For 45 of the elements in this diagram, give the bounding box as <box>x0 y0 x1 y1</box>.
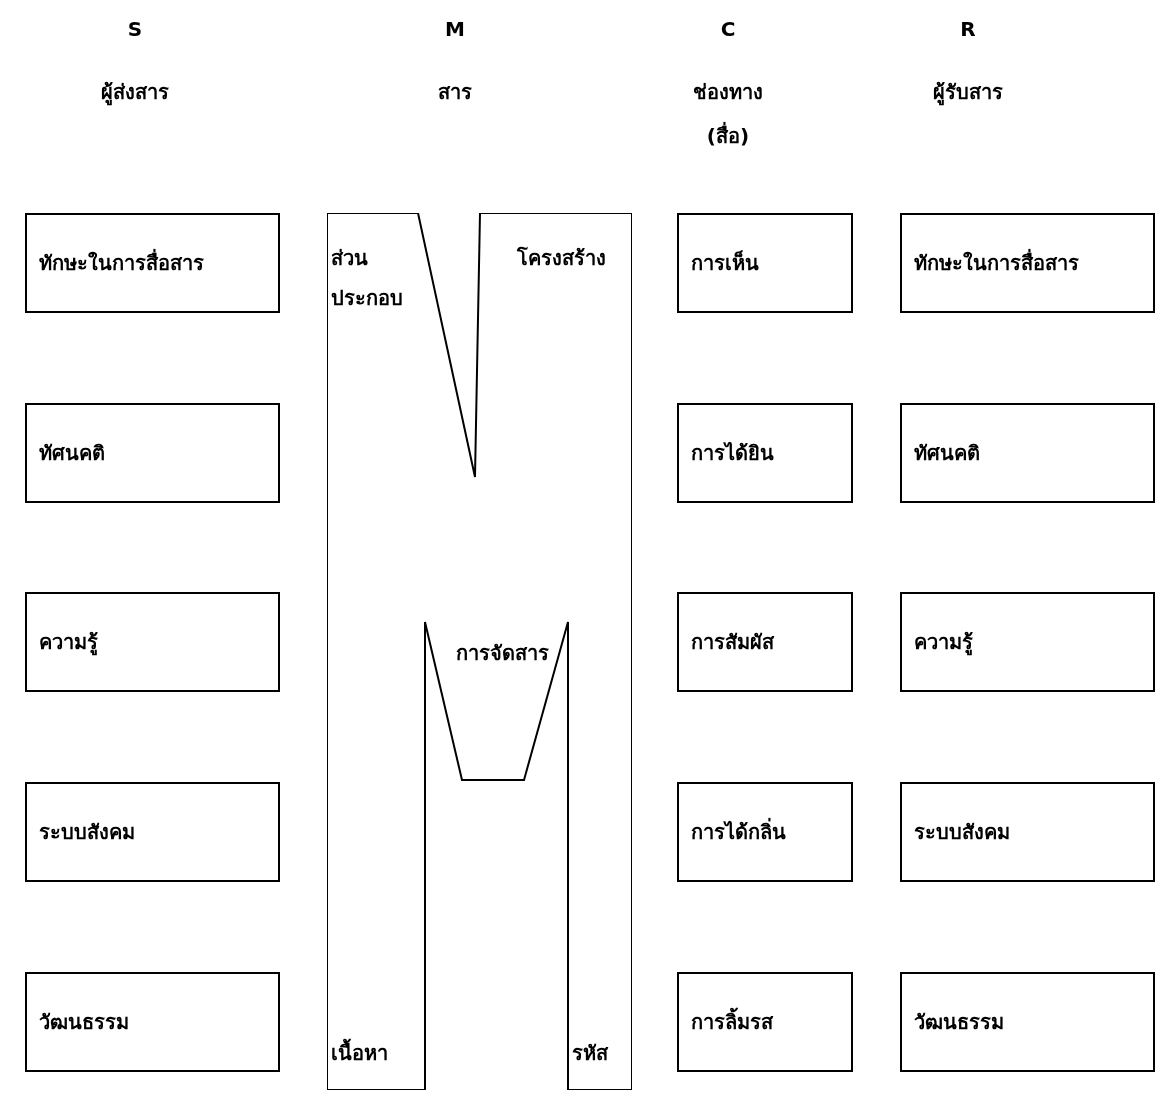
element-box <box>25 782 280 882</box>
component-label: การจัดสาร <box>454 640 550 667</box>
element-box <box>900 213 1155 313</box>
column-heading: ช่องทาง <box>692 79 764 106</box>
component-label: ส่วนประกอบ <box>331 245 404 312</box>
column-heading: S <box>126 16 144 43</box>
element-box <box>900 592 1155 692</box>
element-label: การลิ้มรส <box>691 1007 773 1037</box>
element-box <box>25 592 280 692</box>
column-heading: M <box>444 16 466 43</box>
message-component-panel <box>327 213 632 1090</box>
element-box <box>25 213 280 313</box>
element-box <box>677 972 853 1072</box>
element-label: การได้กลิ่น <box>691 817 786 846</box>
component-label: โครงสร้าง <box>515 245 607 272</box>
element-label: ทักษะในการสื่อสาร <box>914 248 1079 277</box>
column-heading: ผู้ส่งสาร <box>100 79 170 106</box>
element-box <box>677 782 853 882</box>
element-label: ความรู้ <box>39 629 98 657</box>
element-label: ความรู้ <box>914 629 973 657</box>
element-label: การสัมผัส <box>691 629 774 656</box>
element-box <box>677 213 853 313</box>
component-label: เนื้อหา <box>331 1033 431 1073</box>
element-label: ทัศนคติ <box>914 440 980 467</box>
column-heading: ผู้รับสาร <box>932 79 1004 106</box>
element-box <box>25 403 280 503</box>
column-heading: C <box>719 16 737 43</box>
element-label: วัฒนธรรม <box>914 1009 1004 1036</box>
element-label: วัฒนธรรม <box>39 1009 129 1036</box>
element-box <box>677 592 853 692</box>
element-label: ระบบสังคม <box>39 819 135 846</box>
column-heading: (สื่อ) <box>705 122 751 150</box>
element-label: การเห็น <box>691 249 759 277</box>
element-box <box>677 403 853 503</box>
element-box <box>25 972 280 1072</box>
element-label: การได้ยิน <box>691 440 774 467</box>
element-box <box>900 403 1155 503</box>
element-label: ระบบสังคม <box>914 819 1010 846</box>
component-label: รหัส <box>572 1040 610 1067</box>
element-label: ทัศนคติ <box>39 440 105 467</box>
element-label: ทักษะในการสื่อสาร <box>39 248 204 277</box>
element-box <box>900 782 1155 882</box>
element-box <box>900 972 1155 1072</box>
column-heading: สาร <box>437 79 473 106</box>
column-heading: R <box>959 16 977 43</box>
